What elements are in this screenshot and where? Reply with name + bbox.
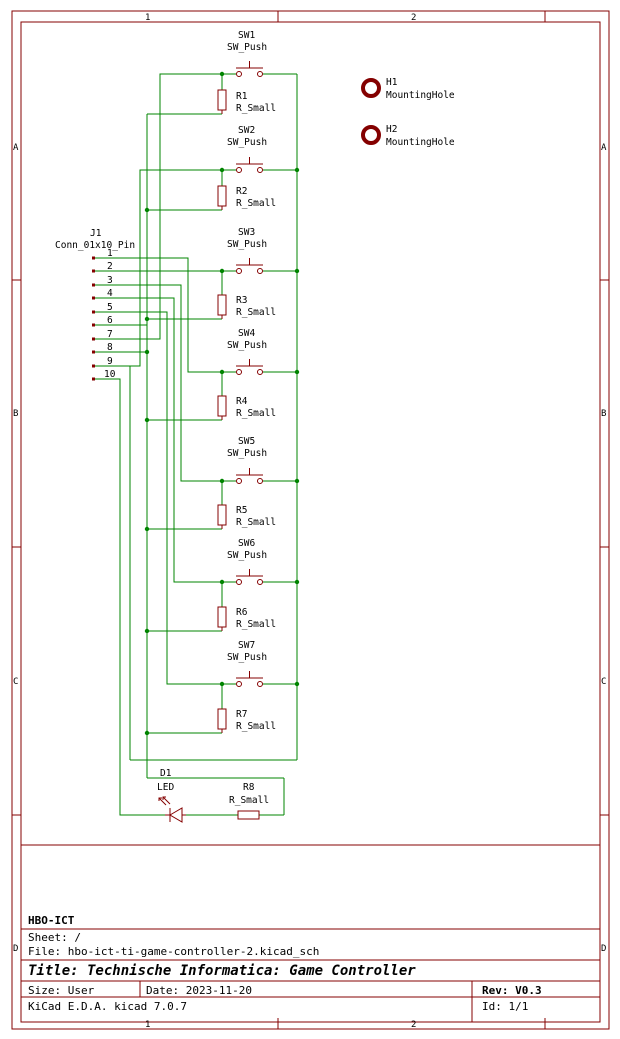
resistor-r6 — [217, 606, 227, 628]
sw5-value: SW_Push — [227, 448, 267, 459]
sheet-frame — [11, 10, 610, 1030]
resistor-r7 — [217, 708, 227, 730]
j1-pin-2: 2 — [107, 261, 113, 272]
sw5-ref: SW5 — [238, 436, 255, 447]
j1-pin-3: 3 — [107, 275, 113, 286]
sheet-path: Sheet: / — [28, 931, 81, 944]
mounting-hole-h1 — [361, 78, 381, 98]
connector-j1-pins — [92, 256, 95, 381]
tool-version: KiCad E.D.A. kicad 7.0.7 — [28, 1000, 187, 1013]
resistor-r5 — [217, 504, 227, 526]
r1-value: R_Small — [236, 103, 276, 114]
j1-pin-5: 5 — [107, 302, 113, 313]
j1-ref: J1 — [90, 228, 102, 239]
h1-ref: H1 — [386, 77, 398, 88]
row-label-b-left: B — [13, 409, 18, 419]
sw2-ref: SW2 — [238, 125, 255, 136]
r3-value: R_Small — [236, 307, 276, 318]
switch-sw2 — [236, 157, 263, 173]
row-label-a-left: A — [13, 143, 19, 153]
d1-ref: D1 — [160, 768, 172, 779]
j1-pin-9: 9 — [107, 356, 113, 367]
sw6-ref: SW6 — [238, 538, 255, 549]
switch-sw1 — [236, 61, 263, 77]
sheet-size: Size: User — [28, 984, 95, 997]
row-label-d-right: D — [601, 944, 606, 954]
switch-sw7 — [236, 671, 263, 687]
j1-pin-6: 6 — [107, 315, 113, 326]
j1-pin-8: 8 — [107, 342, 113, 353]
resistor-r3 — [217, 294, 227, 316]
resistor-r2 — [217, 185, 227, 207]
r7-value: R_Small — [236, 721, 276, 732]
file-name: File: hbo-ict-ti-game-controller-2.kicad… — [28, 945, 319, 958]
resistor-r4 — [217, 395, 227, 417]
h1-value: MountingHole — [386, 90, 455, 101]
company-name: HBO-ICT — [28, 914, 75, 927]
switch-sw5 — [236, 468, 263, 484]
resistor-r8 — [237, 810, 260, 820]
title-block-lines — [21, 844, 600, 1022]
sw2-value: SW_Push — [227, 137, 267, 148]
junctions — [144, 71, 300, 736]
sw7-value: SW_Push — [227, 652, 267, 663]
j1-pin-7: 7 — [107, 329, 113, 340]
switch-sw4 — [236, 359, 263, 375]
j1-pin-10: 10 — [104, 369, 116, 380]
j1-value: Conn_01x10_Pin — [55, 240, 135, 251]
sw4-value: SW_Push — [227, 340, 267, 351]
row-label-d-left: D — [13, 944, 18, 954]
column-label-1-top: 1 — [145, 13, 150, 23]
sheet-title: Title: Technische Informatica: Game Cont… — [28, 963, 416, 979]
sw1-ref: SW1 — [238, 30, 255, 41]
column-label-2-top: 2 — [411, 13, 416, 23]
j1-pin-1: 1 — [107, 248, 113, 259]
switch-sw6 — [236, 569, 263, 585]
column-label-1-bottom: 1 — [145, 1020, 150, 1030]
r4-value: R_Small — [236, 408, 276, 419]
sheet-date: Date: 2023-11-20 — [146, 984, 252, 997]
h2-value: MountingHole — [386, 137, 455, 148]
r7-ref: R7 — [236, 709, 247, 720]
sheet-id: Id: 1/1 — [482, 1000, 528, 1013]
sw3-ref: SW3 — [238, 227, 255, 238]
mounting-hole-h2 — [361, 125, 381, 145]
r2-ref: R2 — [236, 186, 247, 197]
r4-ref: R4 — [236, 396, 248, 407]
r1-ref: R1 — [236, 91, 248, 102]
resistor-r1 — [217, 89, 227, 111]
sw4-ref: SW4 — [238, 328, 255, 339]
wires — [94, 73, 298, 816]
sw3-value: SW_Push — [227, 239, 267, 250]
column-label-2-bottom: 2 — [411, 1020, 416, 1030]
revision: Rev: V0.3 — [482, 984, 542, 997]
r5-ref: R5 — [236, 505, 247, 516]
r6-ref: R6 — [236, 607, 248, 618]
j1-pin-4: 4 — [107, 288, 113, 299]
row-label-a-right: A — [601, 143, 607, 153]
led-d1-symbol — [158, 796, 186, 823]
r5-value: R_Small — [236, 517, 276, 528]
sw7-ref: SW7 — [238, 640, 255, 651]
h2-ref: H2 — [386, 124, 397, 135]
resistor-bodies — [217, 89, 260, 820]
r2-value: R_Small — [236, 198, 276, 209]
sw1-value: SW_Push — [227, 42, 267, 53]
row-label-c-left: C — [13, 677, 18, 687]
sw6-value: SW_Push — [227, 550, 267, 561]
d1-value: LED — [157, 782, 174, 793]
switch-sw3 — [236, 258, 263, 274]
r8-value: R_Small — [229, 795, 269, 806]
r3-ref: R3 — [236, 295, 247, 306]
row-label-c-right: C — [601, 677, 606, 687]
r6-value: R_Small — [236, 619, 276, 630]
r8-ref: R8 — [243, 782, 255, 793]
row-label-b-right: B — [601, 409, 606, 419]
